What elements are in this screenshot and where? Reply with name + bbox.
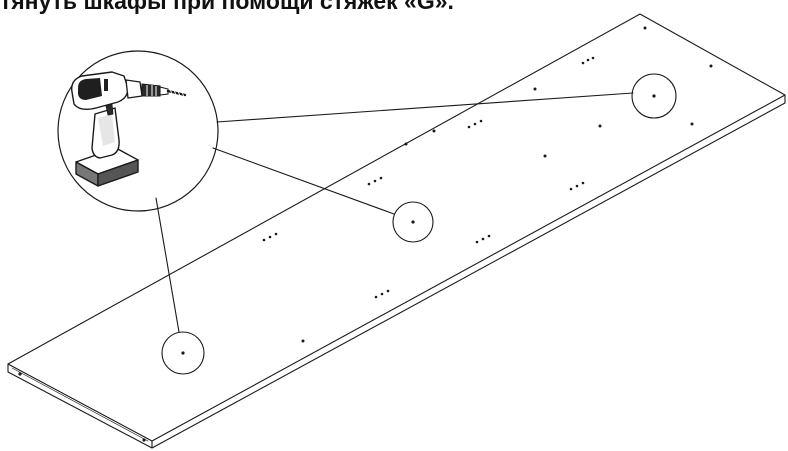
- leader-lines: [155, 92, 634, 333]
- power-drill-icon: [71, 71, 187, 187]
- panel-board: [7, 13, 786, 449]
- drill-callout: [57, 50, 219, 212]
- instruction-text: тянуть шкафы при помощи стяжек «G».: [0, 0, 454, 14]
- drill-holes: [262, 26, 713, 343]
- highlight-circles: [161, 73, 677, 375]
